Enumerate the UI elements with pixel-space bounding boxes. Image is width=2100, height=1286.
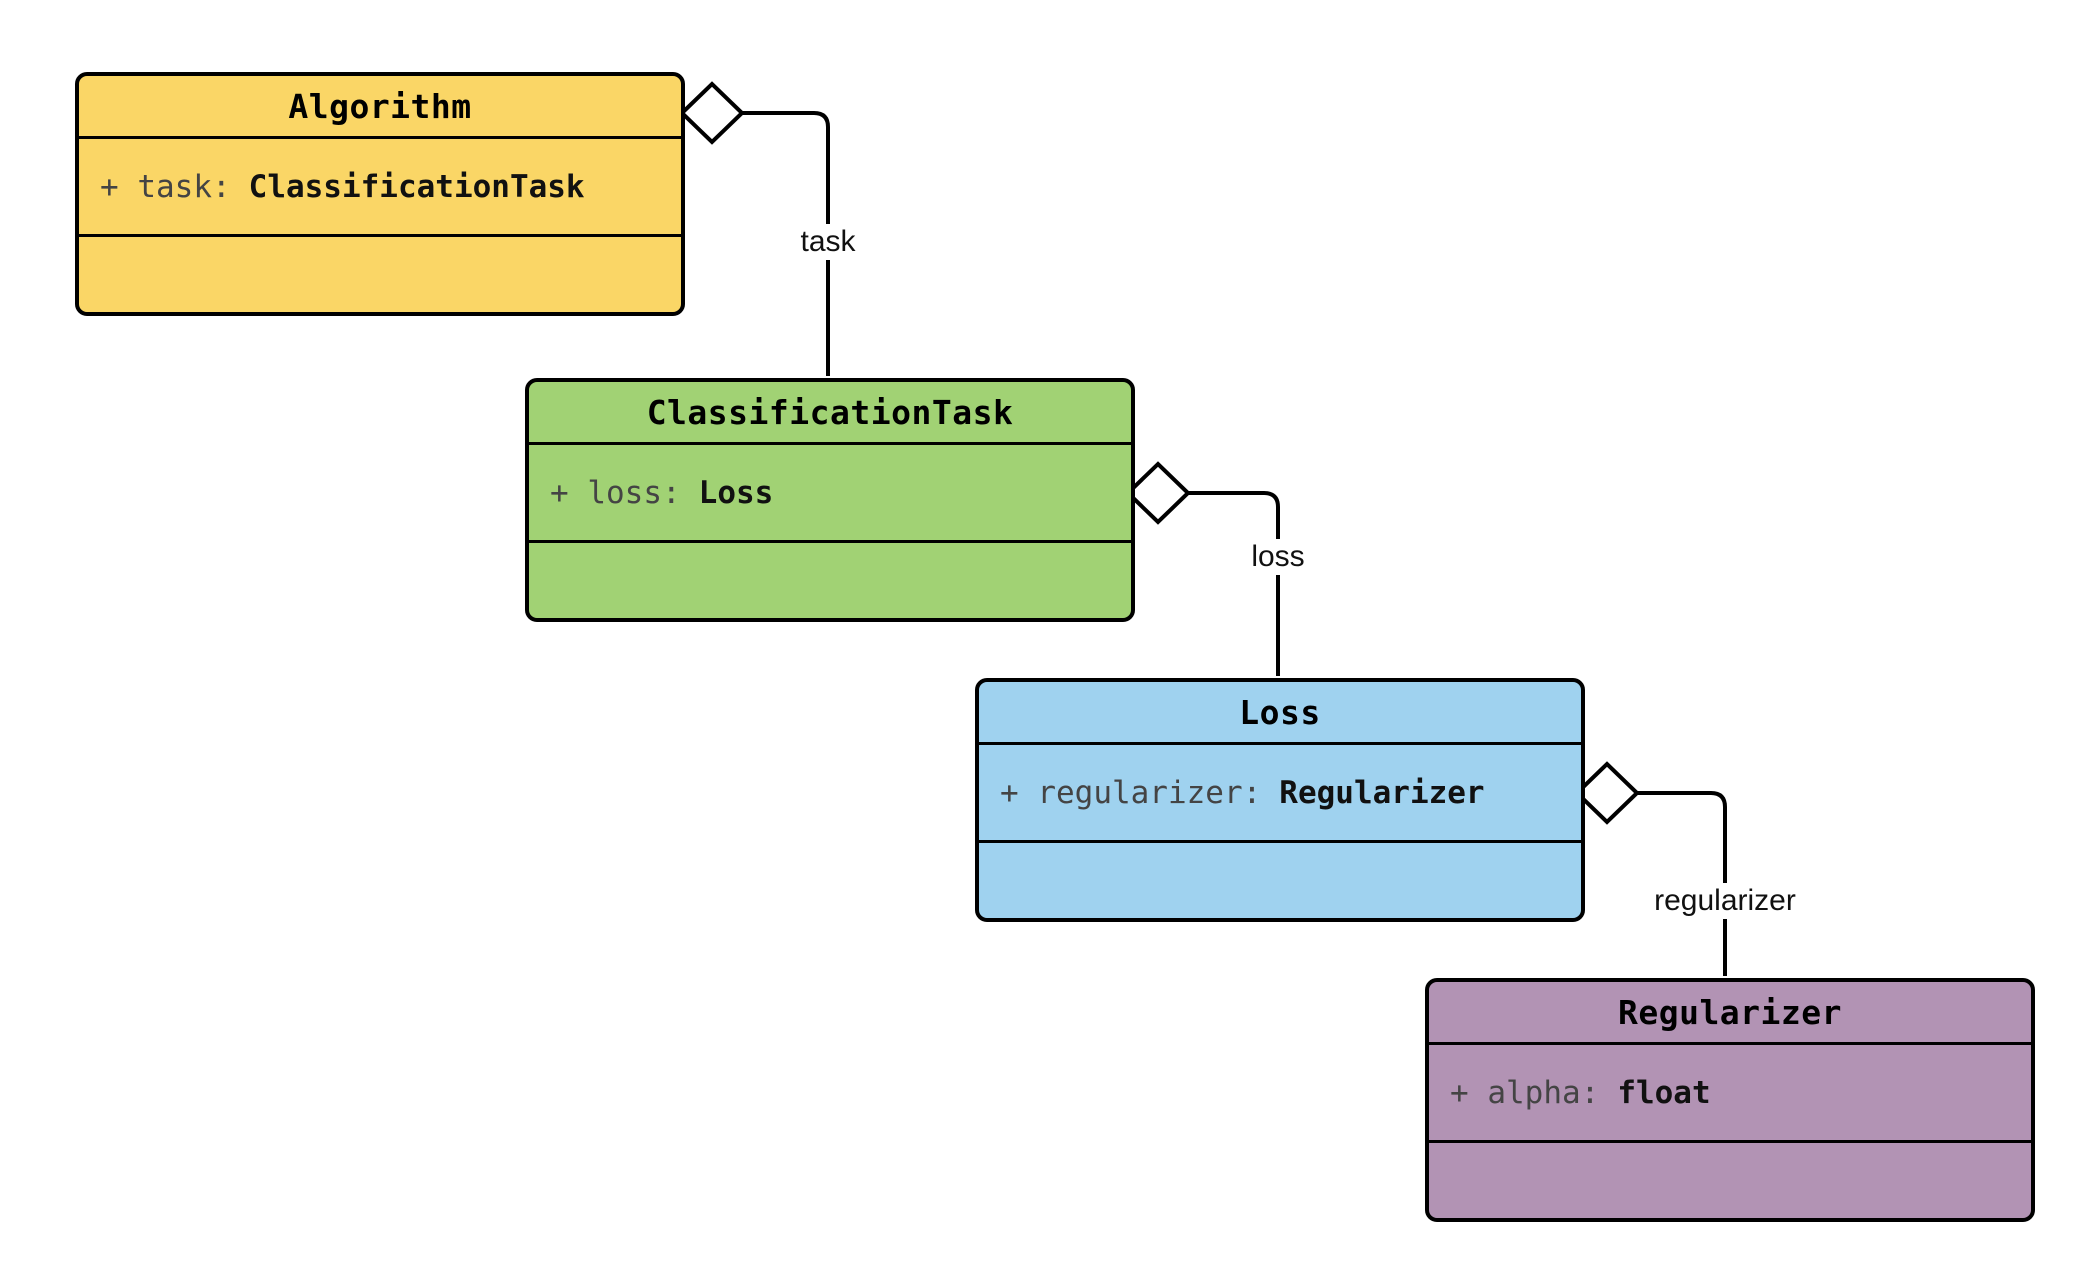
class-attributes: + loss: Loss: [529, 445, 1131, 543]
class-attributes: + regularizer: Regularizer: [979, 745, 1581, 843]
edge-label-loss: loss: [1244, 539, 1312, 575]
class-attributes: + task: ClassificationTask: [79, 139, 681, 237]
class-title: Algorithm: [79, 76, 681, 139]
attribute-name: + task:: [100, 168, 231, 205]
edge-loss-line: [1188, 491, 1280, 676]
aggregation-diamond-icon-loss: [1125, 461, 1191, 525]
attribute-name: + alpha:: [1450, 1074, 1600, 1111]
class-methods-empty: [529, 543, 1131, 618]
attribute-type: ClassificationTask: [248, 168, 585, 205]
class-box-algorithm: Algorithm + task: ClassificationTask: [75, 72, 685, 316]
class-title: ClassificationTask: [529, 382, 1131, 445]
class-box-classificationtask: ClassificationTask + loss: Loss: [525, 378, 1135, 622]
attribute-name: + loss:: [550, 474, 681, 511]
edge-label-regularizer: regularizer: [1647, 883, 1803, 919]
class-methods-empty: [79, 237, 681, 312]
edge-label-task: task: [793, 224, 863, 260]
class-title: Loss: [979, 682, 1581, 745]
class-methods-empty: [979, 843, 1581, 918]
attribute-type: Loss: [698, 474, 774, 511]
edge-regularizer-line: [1637, 791, 1727, 976]
edge-task-line: [742, 111, 830, 376]
class-attributes: + alpha: float: [1429, 1045, 2031, 1143]
aggregation-diamond-icon-task: [679, 81, 745, 145]
class-methods-empty: [1429, 1143, 2031, 1218]
attribute-name: + regularizer:: [1000, 774, 1262, 811]
aggregation-diamond-icon-regularizer: [1574, 761, 1640, 825]
attribute-type: float: [1617, 1074, 1711, 1111]
class-box-regularizer: Regularizer + alpha: float: [1425, 978, 2035, 1222]
class-title: Regularizer: [1429, 982, 2031, 1045]
class-box-loss: Loss + regularizer: Regularizer: [975, 678, 1585, 922]
attribute-type: Regularizer: [1279, 774, 1485, 811]
